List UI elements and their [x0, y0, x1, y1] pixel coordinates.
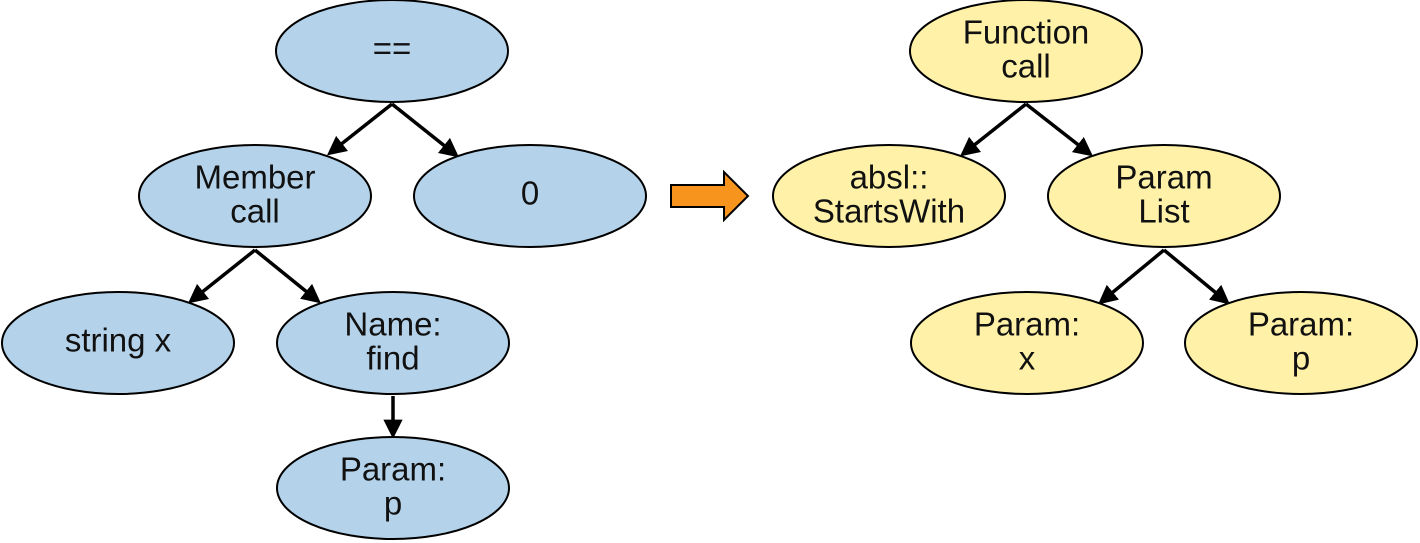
node-label-line1: Member	[194, 159, 315, 196]
left-tree-node-string-x: string x	[1, 291, 235, 395]
left-tree-node-member-call: Member call	[138, 144, 372, 248]
right-tree-node-param-list: Param List	[1047, 144, 1281, 248]
node-label-line1: Function	[963, 14, 1090, 51]
node-label-line2: call	[230, 193, 280, 230]
right-tree-node-starts-with: absl:: StartsWith	[772, 144, 1006, 248]
right-tree-node-param-p: Param: p	[1184, 291, 1418, 395]
edge-function-call-to-starts-with	[959, 102, 1028, 157]
right-tree-node-param-x: Param: x	[910, 291, 1144, 395]
edge-root-to-zero	[390, 102, 460, 158]
node-label-line2: find	[366, 340, 419, 377]
node-ellipse	[413, 144, 647, 248]
edge-member-call-to-name-find	[253, 248, 321, 304]
node-ellipse	[138, 144, 372, 248]
edge-function-call-to-param-list	[1024, 102, 1094, 157]
arrow-right-icon	[670, 169, 750, 223]
node-label-line2: call	[1001, 48, 1051, 85]
node-label: ==	[373, 30, 412, 67]
node-label-line1: Param:	[340, 451, 446, 488]
node-label-line2: List	[1138, 193, 1189, 230]
node-label-line2: x	[1019, 340, 1036, 377]
node-label: 0	[521, 175, 539, 212]
node-label-line2: StartsWith	[813, 193, 965, 230]
node-ellipse	[1, 291, 235, 395]
node-ellipse	[1184, 291, 1418, 395]
edge-root-to-member-call	[326, 102, 394, 156]
node-label-line1: Param:	[974, 306, 1080, 343]
left-tree-edges	[187, 102, 460, 439]
node-ellipse	[276, 436, 510, 540]
node-label-line1: absl::	[850, 159, 929, 196]
right-tree-edges	[959, 102, 1230, 305]
node-ellipse	[910, 291, 1144, 395]
node-label-line2: p	[384, 485, 402, 522]
transform-arrow-icon	[670, 169, 750, 223]
node-ellipse	[772, 144, 1006, 248]
node-ellipse	[276, 291, 510, 395]
left-tree-node-param-p: Param: p	[276, 436, 510, 540]
left-tree-node-zero: 0	[413, 144, 647, 248]
node-ellipse	[909, 0, 1143, 103]
left-tree-node-root: ==	[275, 0, 509, 103]
edge-member-call-to-string-x	[187, 248, 257, 304]
left-tree-node-name-find: Name: find	[276, 291, 510, 395]
node-label: string x	[65, 322, 172, 359]
node-ellipse	[275, 0, 509, 103]
node-label-line1: Name:	[344, 306, 441, 343]
edge-param-list-to-param-x	[1098, 248, 1166, 305]
node-label-line1: Param	[1115, 159, 1212, 196]
right-tree-node-function-call: Function call	[909, 0, 1143, 103]
edge-param-list-to-param-p	[1162, 248, 1230, 305]
node-ellipse	[1047, 144, 1281, 248]
node-label-line2: p	[1292, 340, 1310, 377]
node-label-line1: Param:	[1248, 306, 1354, 343]
